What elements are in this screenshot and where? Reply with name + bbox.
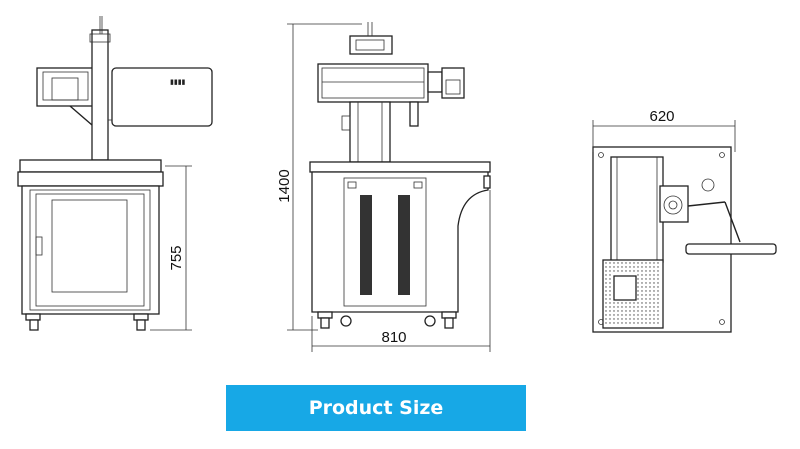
side-height-label: 1400 (276, 169, 293, 202)
product-size-label: Product Size (308, 397, 444, 419)
perforated-plate-holes (605, 262, 659, 324)
product-size-banner: Product Size (226, 385, 526, 431)
front-height-label: 755 (168, 245, 185, 270)
front-view-drawing: ▮▮▮▮ (17, 16, 213, 331)
top-view-drawing (592, 120, 777, 333)
top-width-label: 620 (649, 108, 674, 125)
logo-mark: ▮▮▮▮ (170, 79, 186, 86)
side-view-drawing (287, 22, 491, 352)
side-width-label: 810 (381, 329, 406, 346)
